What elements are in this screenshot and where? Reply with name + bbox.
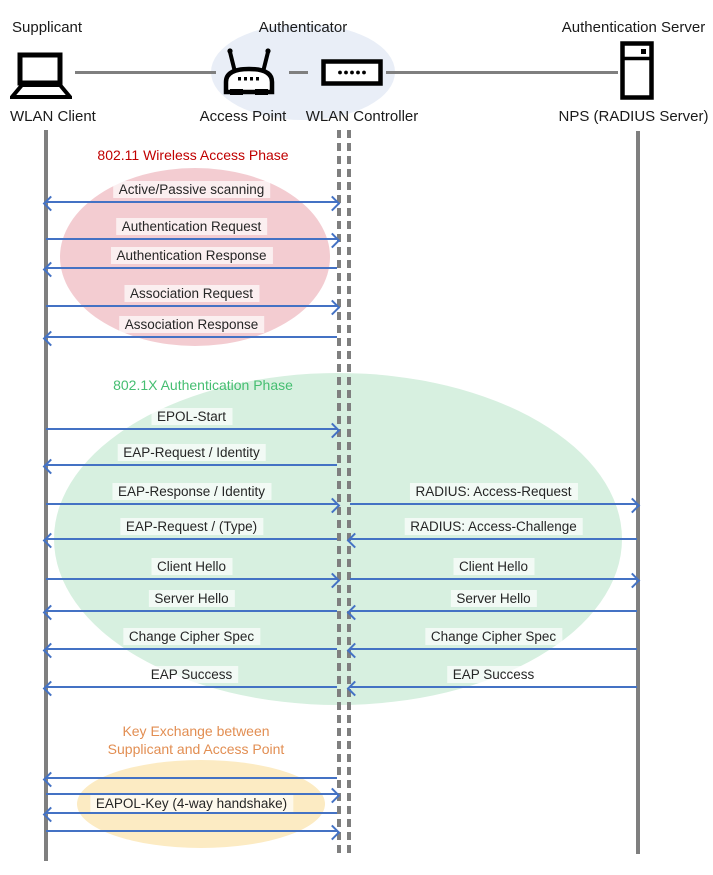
msg-client-hello-left: Client Hello	[46, 558, 337, 580]
msg-authentication-request: Authentication Request	[46, 218, 337, 240]
message-label: EAP-Response / Identity	[111, 483, 272, 500]
message-label: EAPOL-Key (4-way handshake)	[89, 795, 294, 812]
msg-epol-start: EPOL-Start	[46, 408, 337, 430]
device-access-point: Access Point	[199, 108, 287, 125]
message-label: Change Cipher Spec	[424, 628, 563, 645]
msg-key-exchange-4	[46, 830, 337, 832]
message-label: Change Cipher Spec	[122, 628, 261, 645]
phase2-title: 802.1X Authentication Phase	[113, 377, 293, 393]
msg-eap-success-left: EAP Success	[46, 666, 337, 688]
role-authenticator: Authenticator	[258, 19, 348, 36]
msg-eap-request-identity: EAP-Request / Identity	[46, 444, 337, 466]
role-authentication-server: Authentication Server	[561, 19, 706, 36]
message-label: Server Hello	[148, 590, 235, 607]
lifeline-nps-server	[636, 131, 640, 854]
message-label: EAP Success	[144, 666, 239, 683]
lifeline-access-point	[337, 130, 341, 853]
message-label: Client Hello	[150, 558, 233, 575]
device-nps-radius-server: NPS (RADIUS Server)	[558, 108, 709, 125]
msg-client-hello-right: Client Hello	[350, 558, 637, 580]
phase3-title-line2: Supplicant and Access Point	[107, 741, 285, 757]
msg-key-exchange-1	[46, 777, 337, 779]
message-label: EAP-Request / Identity	[117, 444, 266, 461]
phase3-title-line1: Key Exchange between	[122, 723, 270, 739]
role-supplicant: Supplicant	[12, 19, 83, 36]
msg-eapol-key-handshake: EAPOL-Key (4-way handshake)	[46, 795, 337, 814]
message-label: RADIUS: Access-Challenge	[404, 518, 583, 535]
msg-eap-request-type: EAP-Request / (Type)	[46, 518, 337, 540]
message-label: RADIUS: Access-Request	[409, 483, 578, 500]
msg-radius-access-challenge: RADIUS: Access-Challenge	[350, 518, 637, 540]
message-label: Authentication Response	[110, 247, 273, 264]
device-wlan-controller: WLAN Controller	[305, 108, 419, 125]
access-point-icon	[223, 48, 275, 95]
msg-association-response: Association Response	[46, 316, 337, 338]
msg-server-hello-right: Server Hello	[350, 590, 637, 612]
device-wlan-client: WLAN Client	[10, 108, 96, 125]
message-label: Association Request	[123, 285, 260, 302]
msg-radius-access-request: RADIUS: Access-Request	[350, 483, 637, 505]
lifeline-wlan-controller	[347, 130, 351, 853]
message-label: Client Hello	[452, 558, 535, 575]
message-label: EAP Success	[446, 666, 541, 683]
msg-server-hello-left: Server Hello	[46, 590, 337, 612]
message-label: Server Hello	[450, 590, 537, 607]
msg-change-cipher-spec-left: Change Cipher Spec	[46, 628, 337, 650]
laptop-icon	[10, 52, 72, 99]
wlan-controller-icon	[321, 59, 383, 86]
msg-active-passive-scanning: Active/Passive scanning	[46, 181, 337, 203]
message-label: Association Response	[118, 316, 265, 333]
phase1-title: 802.11 Wireless Access Phase	[97, 147, 289, 163]
server-icon	[620, 41, 654, 100]
msg-eap-response-identity: EAP-Response / Identity	[46, 483, 337, 505]
message-label: EAP-Request / (Type)	[119, 518, 264, 535]
connector-dash	[289, 71, 308, 74]
lifeline-wlan-client	[44, 130, 48, 861]
connector-line	[386, 71, 618, 74]
msg-eap-success-right: EAP Success	[350, 666, 637, 688]
msg-authentication-response: Authentication Response	[46, 247, 337, 269]
msg-association-request: Association Request	[46, 285, 337, 307]
connector-line	[75, 71, 216, 74]
message-label: EPOL-Start	[150, 408, 233, 425]
message-label: Authentication Request	[115, 218, 268, 235]
msg-change-cipher-spec-right: Change Cipher Spec	[350, 628, 637, 650]
message-label: Active/Passive scanning	[112, 181, 271, 198]
msg-key-exchange-2	[46, 793, 337, 795]
